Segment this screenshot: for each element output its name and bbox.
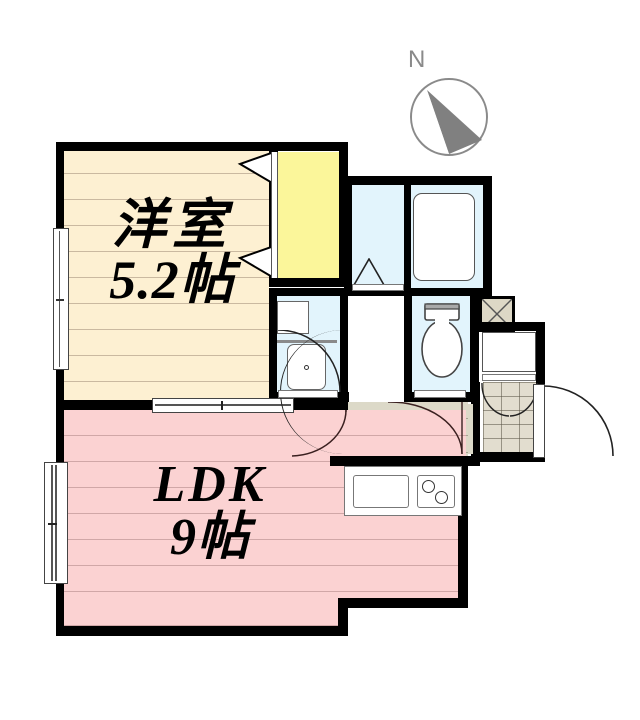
compass-needle-icon [427, 90, 482, 154]
toilet-threshold[interactable] [414, 390, 466, 398]
window-handle [56, 299, 64, 301]
wall-toilet-right [470, 288, 479, 402]
sliding-door-handle [221, 401, 223, 410]
sliding-door-mullion [155, 404, 291, 406]
wall-ldk-bottom [56, 626, 348, 636]
wall-washroom-top [269, 288, 349, 296]
compass-north-label: N [408, 46, 426, 73]
wall-entrance-top [479, 322, 545, 331]
wall-bath-right [483, 176, 492, 298]
corridor-entrance-gap [468, 404, 473, 454]
room-closet [278, 152, 340, 278]
ldk-size: 9帖 [169, 509, 250, 567]
shoe-cabinet [482, 332, 536, 372]
burner-small-icon [435, 491, 448, 504]
kitchen-counter [344, 466, 462, 516]
closet-door-arrow-top-icon [237, 150, 275, 186]
closet-sliding-door-track[interactable] [271, 152, 278, 278]
bath-threshold [352, 284, 404, 291]
toilet-bowl-icon [421, 303, 463, 378]
wall-closet-bottom [269, 278, 348, 287]
bathtub [413, 193, 475, 281]
balcony-sliding-window[interactable] [44, 462, 68, 584]
wall-toilet-left [404, 288, 412, 402]
bedroom-name: 洋室 [112, 195, 232, 255]
front-door-panel[interactable] [533, 384, 545, 458]
wall-washroom-right [340, 288, 348, 402]
shoe-cabinet-door-arcs-icon[interactable] [481, 382, 539, 420]
gas-stove [417, 475, 455, 508]
bedroom-window[interactable] [53, 228, 69, 370]
compass-rose: N [408, 46, 488, 156]
wall-ldk-notch-horiz [338, 598, 468, 608]
wall-entrance-right [536, 322, 545, 386]
ldk-name: LDK [153, 456, 267, 513]
wall-entrance-left [471, 382, 480, 462]
wall-bath-bottom [344, 288, 492, 296]
compass-ring [410, 78, 488, 156]
wall-bath-tub-divider [404, 184, 411, 288]
bedroom-size: 5.2帖 [109, 250, 235, 311]
wall-ldk-notch-vert [338, 598, 348, 636]
corridor-door-swing-icon[interactable] [388, 402, 468, 462]
wall-bath-top [348, 176, 492, 185]
ldk-label: LDK 9帖 [120, 458, 300, 564]
kitchen-sink [353, 475, 409, 508]
front-door-swing-icon[interactable] [541, 384, 619, 462]
wall-bedroom-top [56, 142, 348, 151]
wall-washroom-left [269, 288, 277, 402]
ldk-door-swing-icon[interactable] [288, 410, 348, 460]
bedroom-floor-texture [62, 148, 269, 402]
wall-closet-right [339, 142, 348, 282]
bath-door-icon[interactable] [352, 258, 386, 286]
wall-bath-left [344, 176, 352, 292]
bedroom-ldk-sliding-door[interactable] [152, 398, 294, 413]
washroom-door-swing-icon[interactable] [274, 330, 344, 396]
wall-corridor-bottom [330, 456, 480, 466]
wall-ldk-right [458, 456, 468, 608]
burner-large-icon [422, 480, 435, 493]
room-bedroom [62, 148, 269, 402]
wall-entrance-bottom [471, 452, 545, 462]
washroom-threshold[interactable] [278, 390, 338, 398]
shoe-cabinet-base [482, 374, 536, 381]
bedroom-label: 洋室 5.2帖 [92, 195, 252, 311]
vanity-mirror [277, 301, 309, 334]
balcony-window-handle [48, 523, 57, 525]
